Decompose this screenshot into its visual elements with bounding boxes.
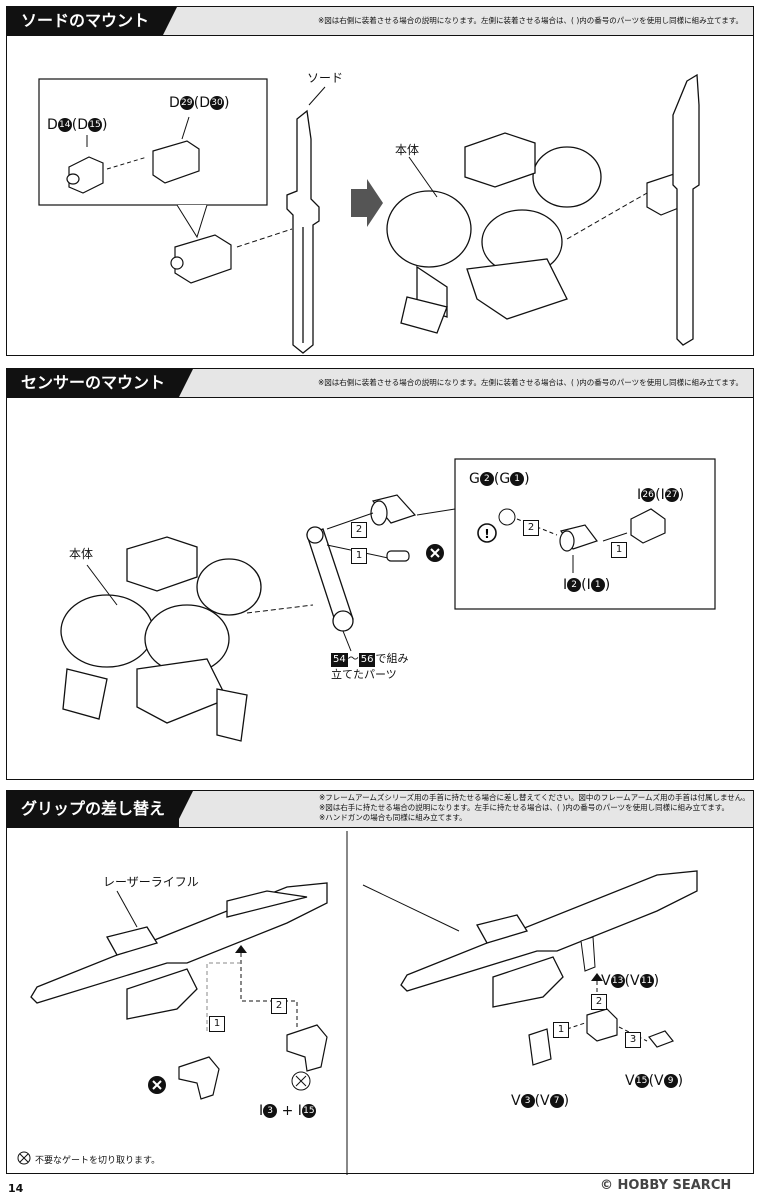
new-grip	[286, 1024, 328, 1072]
part-i26	[630, 508, 666, 544]
gate-note: 不要なゲートを切り取ります。	[35, 1156, 161, 1166]
grip-diagram	[30, 831, 698, 1175]
cross-icon	[426, 544, 444, 562]
part-d14	[66, 156, 104, 194]
section-header: ソードのマウント ※図は右側に装着させる場合の説明になります。左側に装着させる場…	[7, 7, 753, 36]
rifle-label: レーザーライフル	[103, 875, 199, 889]
inset-step-1-badge: 1	[611, 537, 627, 558]
section-title: センサーのマウント	[7, 369, 194, 397]
rifle-drawing	[30, 882, 328, 1020]
section-grip-swap: グリップの差し替え ※フレームアームズシリーズ用の手首に持たせる場合に差し替えて…	[6, 790, 754, 1175]
part-d29	[152, 140, 200, 184]
sword-label: ソード	[307, 71, 344, 85]
grip-step-2-badge: 2	[271, 993, 287, 1014]
page-number: 14	[8, 1182, 24, 1195]
body-label: 本体	[69, 547, 94, 561]
part-v13	[586, 1008, 618, 1042]
grip-step-1-badge: 1	[209, 1011, 225, 1032]
sword-drawing-2	[672, 73, 700, 346]
robot-body-drawing	[386, 132, 602, 334]
section-note-3: ※ハンドガンの場合も同様に組み立てます。	[319, 813, 467, 822]
inset-box	[38, 73, 700, 354]
right-step-1-badge: 1	[553, 1017, 569, 1038]
section-note: ※図は右側に装着させる場合の説明になります。左側に装着させる場合は、( )内の番…	[318, 16, 743, 25]
sensor-arm	[306, 526, 354, 632]
sensor-part	[370, 494, 417, 526]
part-d14-label: D14(D15)	[47, 117, 108, 133]
section-note-2: ※図は右手に持たせる場合の説明になります。左手に持たせる場合は、( )内の番号の…	[319, 803, 729, 812]
watermark: © HOBBY SEARCH	[600, 1178, 732, 1193]
part-v15	[648, 1030, 674, 1048]
svg-text:!: !	[484, 527, 489, 541]
scissors-icon	[17, 1151, 31, 1165]
right-step-2-badge: 2	[591, 989, 607, 1010]
part-v13-label: V13(V11)	[601, 973, 660, 989]
scissors-icon	[291, 1071, 311, 1091]
section-sword-mount: ソードのマウント ※図は右側に装着させる場合の説明になります。左側に装着させる場…	[6, 6, 754, 356]
old-grip	[178, 1056, 220, 1100]
section-note-1: ※フレームアームズシリーズ用の手首に持たせる場合に差し替えてください。図中のフレ…	[319, 793, 750, 802]
part-v3	[528, 1028, 552, 1066]
section-sensor-mount: センサーのマウント ※図は右側に装着させる場合の説明になります。左側に装着させる…	[6, 368, 754, 780]
step-2-badge: 2	[351, 517, 367, 538]
section-title: グリップの差し替え	[7, 791, 194, 827]
mount-part	[170, 234, 232, 284]
section-title: ソードのマウント	[7, 7, 178, 35]
warning-icon: !	[477, 523, 497, 543]
sword-drawing	[286, 109, 320, 354]
body-label: 本体	[395, 143, 420, 157]
rifle-drawing-2	[400, 870, 698, 1008]
section-header: グリップの差し替え ※フレームアームズシリーズ用の手首に持たせる場合に差し替えて…	[7, 791, 753, 828]
part-i26-label: I26(I27)	[637, 487, 685, 503]
part-d29-label: D29(D30)	[169, 95, 230, 111]
robot-body-drawing	[60, 536, 262, 742]
arrow-right-icon	[351, 179, 383, 227]
sensor-diagram: !	[60, 458, 716, 742]
section-note: ※図は右側に装着させる場合の説明になります。左側に装着させる場合は、( )内の番…	[318, 378, 743, 387]
right-step-3-badge: 3	[625, 1027, 641, 1048]
step-1-badge: 1	[351, 543, 367, 564]
cross-icon	[148, 1076, 166, 1094]
section-header: センサーのマウント ※図は右側に装着させる場合の説明になります。左側に装着させる…	[7, 369, 753, 398]
part-i2	[559, 524, 598, 552]
inset-step-2-badge: 2	[523, 515, 539, 536]
